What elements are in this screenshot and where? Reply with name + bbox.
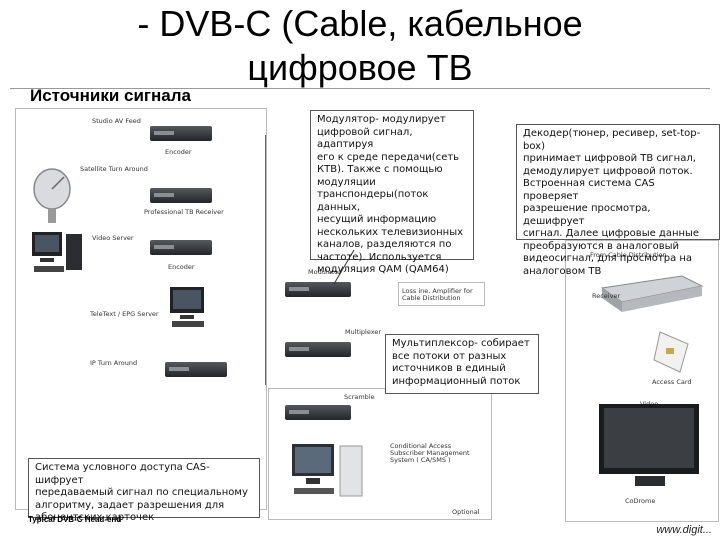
ip-router-device — [165, 362, 227, 377]
label-receiver: Receiver — [592, 292, 621, 300]
title-rule — [10, 88, 710, 89]
label-studio: Studio AV Feed — [92, 117, 141, 125]
encoder-device-1 — [150, 126, 212, 141]
callout-line: Система условного доступа CAS- шифрует — [35, 462, 210, 486]
label-access-card: Access Card — [652, 378, 692, 386]
multiplexer-device — [285, 342, 351, 357]
receiver-settopbox-icon — [600, 275, 704, 312]
callout-line: КТВ). Также с помощью — [317, 164, 443, 175]
callout-line: Модулятор- модулирует — [317, 114, 446, 125]
callout-cas: Система условного доступа CAS- шифрует п… — [28, 458, 260, 523]
callout-line: алгоритму, задает разрешения для — [35, 499, 225, 511]
cas-computer-icon — [292, 444, 363, 497]
title-line-1: - DVB-C (Cable, кабельное — [137, 3, 583, 44]
callout-line: источников в единый — [392, 363, 506, 374]
label-multiplexer: Multiplexer — [345, 328, 382, 336]
title-line-2: цифровое ТВ — [247, 47, 473, 88]
callout-line: частоте). Используется — [317, 251, 442, 263]
callout-line: каналов, разделяются по — [317, 239, 452, 250]
callout-line: видеосигнал, для просмотра на — [523, 253, 693, 264]
access-card-icon — [653, 331, 689, 373]
label-ip-turn: IP Turn Around — [90, 359, 138, 367]
label-scramble: Scramble — [344, 393, 375, 401]
label-from-cable: From Cable Distribution — [590, 251, 667, 259]
callout-pointer-modulator — [333, 249, 355, 285]
connector-line — [265, 135, 266, 385]
label-cas-system: Conditional Access Subscriber Management… — [390, 442, 470, 464]
callout-line: преобразуются в аналоговый — [523, 240, 680, 252]
amplifier-box — [398, 282, 485, 306]
callout-line: принимает цифровой ТВ сигнал, — [523, 153, 696, 164]
callout-decoder: Декодер(тюнер, ресивер, set-top-box) при… — [516, 124, 720, 277]
subtitle: Источники сигнала — [30, 86, 191, 105]
callout-line: все потоки от разных — [392, 350, 507, 362]
callout-line: Мультиплексор- собирает — [392, 338, 530, 349]
satellite-dish-icon — [33, 168, 71, 223]
callout-modulator: Модулятор- модулирует цифровой сигнал, а… — [310, 110, 474, 275]
callout-line: абонентских карточек — [35, 512, 155, 523]
callout-line: передаваемый сигнал по специальному — [35, 487, 248, 498]
callout-line: сигнал. Далее цифровые данные — [523, 228, 700, 239]
scrambler-device — [285, 405, 351, 420]
label-amplifier: Loss ine, Amplifier for Cable Distributi… — [402, 287, 473, 302]
callout-line: несущий информацию — [317, 214, 437, 225]
label-consumer: CoDrome — [625, 497, 656, 505]
callout-line: транспондеры(поток данных, — [317, 189, 429, 213]
callout-line: информационный поток — [392, 375, 521, 387]
callout-line: Декодер(тюнер, ресивер, set-top-box) — [523, 128, 701, 152]
label-modulator: Modulator — [308, 268, 341, 276]
callout-line: модуляции — [317, 176, 376, 188]
television-icon — [599, 404, 699, 486]
callout-line: его к среде передачи(сеть — [317, 151, 460, 163]
epg-server-icon — [170, 287, 204, 327]
professional-receiver-device — [150, 188, 212, 203]
label-satellite: Satellite Turn Around — [80, 165, 148, 173]
callout-multiplexer: Мультиплексор- собирает все потоки от ра… — [385, 334, 539, 394]
modulator-device — [285, 282, 351, 297]
callout-line: модуляция QAM (QAM64) — [317, 264, 449, 275]
encoder-device-2 — [150, 240, 212, 255]
diagram-footer: Typical DVB-C Head-end — [28, 515, 122, 524]
callout-line: аналоговом ТВ — [523, 265, 602, 277]
label-optional: Optional — [452, 508, 480, 516]
label-prof-receiver: Professional TB Receiver — [144, 208, 224, 216]
callout-line: нескольких телевизионных — [317, 226, 464, 238]
label-encoder-1: Encoder — [165, 148, 192, 156]
callout-line: разрешение просмотра, дешифрует — [523, 203, 651, 227]
label-encoder-2: Encoder — [168, 263, 195, 271]
callout-line: цифровой сигнал, адаптируя — [317, 126, 413, 151]
callout-line: демодулирует цифровой поток. — [523, 165, 693, 177]
label-teletext: TeleText / EPG Server — [90, 310, 159, 318]
label-video-server: Video Server — [92, 234, 134, 242]
server-computer-icon — [32, 232, 82, 272]
callout-line: Встроенная система CAS проверяет — [523, 178, 655, 202]
site-logo[interactable]: www.digit... — [656, 524, 712, 536]
